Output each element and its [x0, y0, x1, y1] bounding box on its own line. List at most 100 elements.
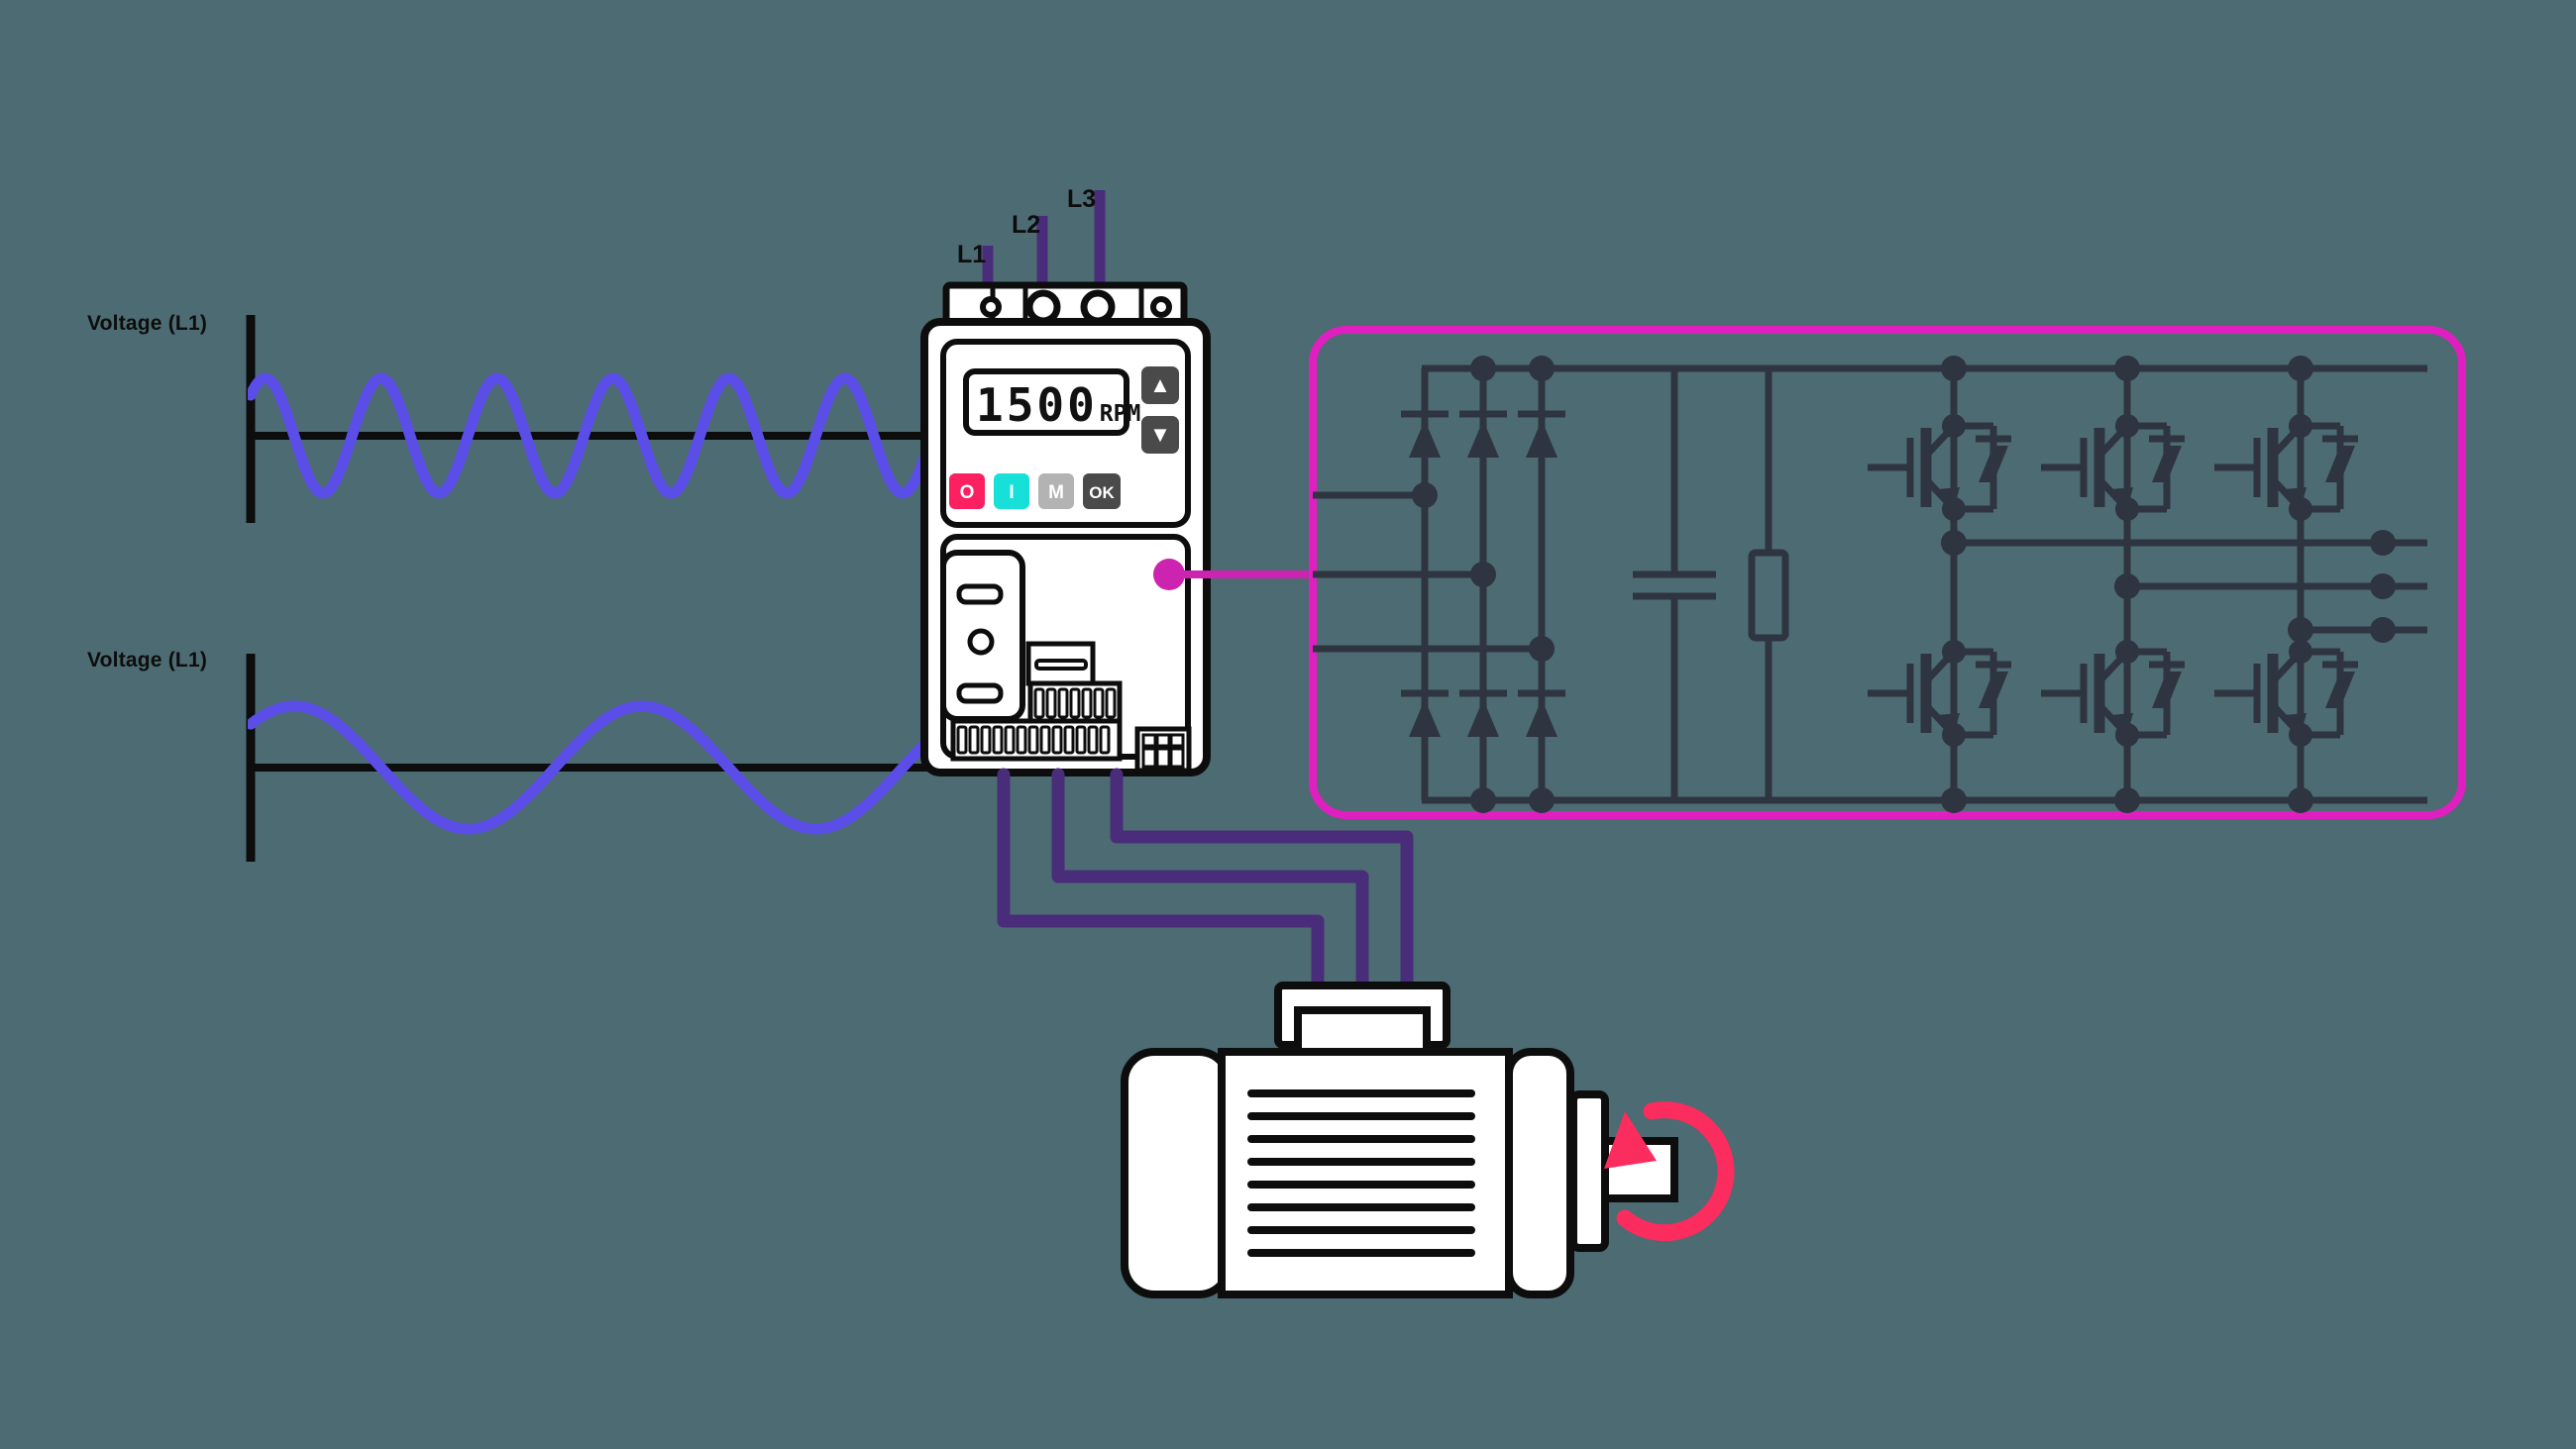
diode-l1-arrow [1409, 699, 1441, 737]
diode-l3-arrow [1526, 699, 1557, 737]
stop-button[interactable] [949, 473, 985, 509]
callout-dot[interactable] [1153, 559, 1185, 590]
phase-label-l2: L2 [1012, 211, 1041, 239]
nav-up-button[interactable] [1141, 366, 1179, 404]
rectifier-section [1401, 356, 2427, 813]
start-button[interactable] [994, 473, 1029, 509]
side-module-slot-bottom [956, 682, 1004, 704]
motor-cable-v [1051, 768, 1369, 997]
waveform-top-sine [248, 372, 941, 499]
rail-screw-hole-2 [1025, 289, 1061, 325]
waveform-bottom-sine [248, 700, 941, 835]
vfd-device[interactable]: ▲ ▼ O I M OK [920, 281, 1211, 776]
side-module-slot-top [956, 583, 1004, 605]
fwd-w-lo-arrow [2325, 672, 2355, 708]
stop-button-label: O [960, 482, 975, 503]
lower-pin-10 [1063, 725, 1075, 755]
leg-u-bot-dot [1941, 787, 1967, 813]
upper-pin-5 [1081, 687, 1093, 719]
rotation-arrow-icon [1604, 1101, 1735, 1242]
waveform-bottom-label: Voltage (L1) [87, 649, 208, 672]
output-dot-u [2370, 530, 2396, 556]
rail-screw-hole-1 [980, 296, 1002, 318]
motor-cables [997, 768, 1414, 997]
corner-pin-bot-1 [1141, 747, 1157, 769]
lower-pin-3 [980, 725, 992, 755]
rectifier-lower-diodes [1401, 689, 1565, 737]
start-button-label: I [1009, 482, 1014, 503]
leg-v-top-dot [2114, 356, 2140, 381]
output-dot-w [2370, 617, 2396, 643]
phase-label-l1: L1 [957, 241, 987, 268]
corner-connector[interactable] [1134, 726, 1192, 774]
lower-terminal-strip[interactable] [950, 718, 1123, 762]
menu-button[interactable] [1038, 473, 1074, 509]
corner-pin-bot-3 [1169, 747, 1185, 769]
rotation-arc [1616, 1101, 1735, 1242]
waveform-top-label: Voltage (L1) [87, 312, 208, 335]
diode-u2-arrow [1467, 420, 1499, 458]
diode-u1-arrow [1409, 420, 1441, 458]
leg-w-bot-dot [2288, 787, 2313, 813]
relay-connector-slot [1034, 659, 1088, 671]
igbt-leg-w [2214, 356, 2427, 813]
phase-label-l3: L3 [1067, 185, 1097, 213]
upper-pin-1 [1033, 687, 1045, 719]
igbt-leg-v [2041, 356, 2427, 813]
fwd-w-hi-arrow [2325, 446, 2355, 482]
dc-link-section [1633, 368, 1789, 800]
upper-pin-2 [1045, 687, 1057, 719]
upper-pin-7 [1105, 687, 1117, 719]
corner-pin-top-3 [1169, 733, 1185, 748]
output-dot-v [2370, 573, 2396, 599]
nav-down-icon: ▼ [1149, 422, 1171, 447]
lower-pin-2 [968, 725, 980, 755]
corner-pin-top-2 [1155, 733, 1171, 748]
fwd-v-lo-arrow [2152, 672, 2182, 708]
rect-top-dot-2 [1470, 356, 1496, 381]
upper-pin-6 [1093, 687, 1105, 719]
side-module-led [967, 628, 995, 656]
motor-cable-u [997, 768, 1325, 997]
rotation-arrowhead [1604, 1111, 1657, 1169]
lower-pin-11 [1075, 725, 1087, 755]
nav-up-icon: ▲ [1149, 372, 1171, 397]
lcd-readout: 1500 RPM [976, 378, 1140, 432]
lower-pin-8 [1039, 725, 1051, 755]
rail-screw-hole-4 [1150, 296, 1172, 318]
nav-down-button[interactable] [1141, 416, 1179, 454]
diode-l2-arrow [1467, 699, 1499, 737]
corner-pin-bot-2 [1155, 747, 1171, 769]
motor-bearing-flange [1569, 1090, 1609, 1252]
fwd-u-hi-arrow [1979, 446, 2008, 482]
lower-pin-13 [1099, 725, 1111, 755]
rect-junction-1 [1412, 482, 1438, 508]
rect-junction-3 [1529, 636, 1555, 662]
rect-bot-dot-2 [1470, 787, 1496, 813]
motor-cable-w [1110, 768, 1414, 997]
rail-screw-hole-3 [1080, 289, 1116, 325]
motor-front-endbell [1505, 1048, 1574, 1298]
diode-u3-arrow [1526, 420, 1557, 458]
lower-pin-1 [956, 725, 968, 755]
menu-button-label: M [1048, 482, 1064, 503]
vfd-lcd-screen [963, 368, 1129, 436]
leg-v-bot-dot [2114, 787, 2140, 813]
upper-pin-4 [1069, 687, 1081, 719]
ok-button[interactable] [1083, 473, 1121, 509]
rectifier-upper-diodes [1401, 410, 1565, 458]
motor-cooling-fins [1247, 1089, 1475, 1257]
circuit-callout [1153, 559, 1318, 590]
motor-rear-endbell [1121, 1048, 1233, 1298]
upper-terminal-strip[interactable] [1027, 680, 1123, 726]
rect-junction-2 [1470, 562, 1496, 587]
braking-resistor [1748, 549, 1789, 642]
inverter-section [1868, 356, 2427, 813]
upper-pin-3 [1057, 687, 1069, 719]
lcd-speed-unit: RPM [1099, 401, 1141, 427]
lower-pin-6 [1016, 725, 1027, 755]
motor-assembly [1121, 982, 1735, 1298]
relay-connector-block[interactable] [1025, 641, 1096, 686]
leg-w-top-dot [2288, 356, 2313, 381]
